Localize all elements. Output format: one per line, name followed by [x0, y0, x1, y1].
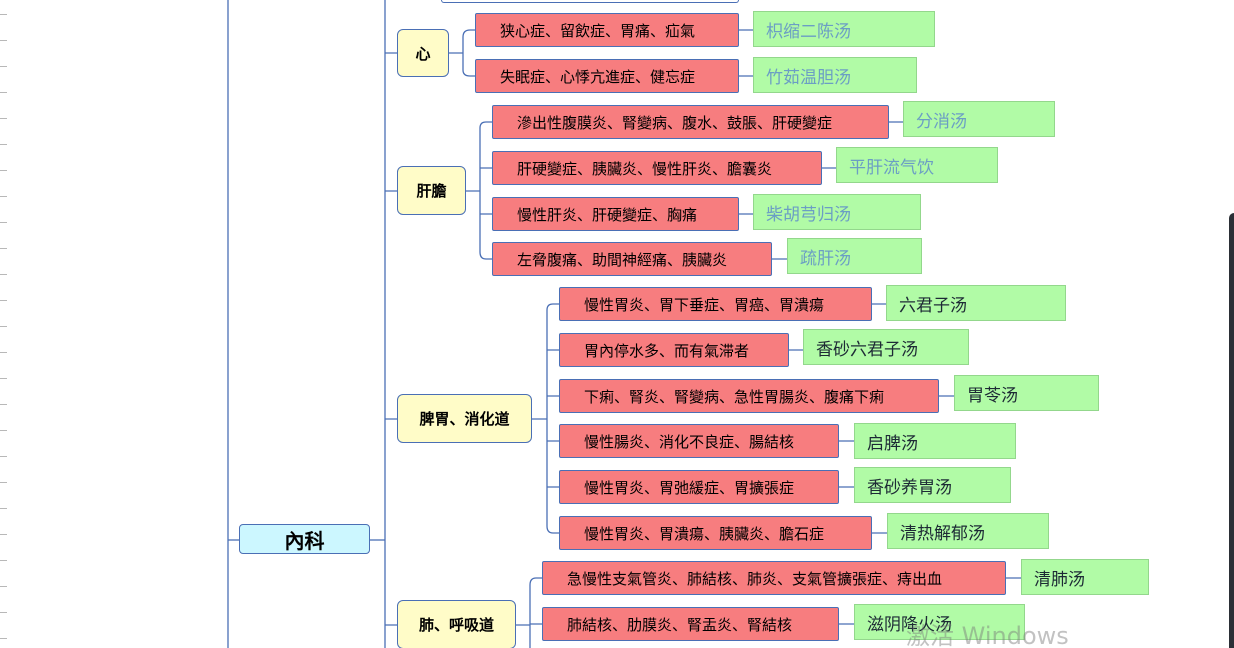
category-node-liver-gallbladder[interactable]: 肝膽 — [397, 166, 466, 215]
formula-node[interactable]: 疏肝汤 — [787, 238, 922, 274]
formula-node[interactable]: 竹茹温胆汤 — [753, 57, 917, 93]
symptom-node[interactable]: 慢性胃炎、胃潰瘍、胰臟炎、膽石症 — [559, 516, 872, 550]
formula-node[interactable]: 香砂养胃汤 — [854, 467, 1011, 503]
root-node[interactable]: 內科 — [239, 524, 370, 554]
ruler-tick — [0, 222, 7, 223]
ruler-tick — [0, 456, 7, 457]
formula-node[interactable]: 胃苓汤 — [954, 375, 1099, 411]
ruler-tick — [0, 40, 7, 41]
formula-node[interactable]: 启脾汤 — [854, 423, 1016, 459]
ruler-tick — [0, 638, 7, 639]
ruler-tick — [0, 430, 7, 431]
formula-node[interactable]: 香砂六君子汤 — [803, 329, 969, 365]
ruler-tick — [0, 170, 7, 171]
ruler-tick — [0, 482, 7, 483]
ruler-tick — [0, 534, 7, 535]
connector-categories — [385, 52, 397, 626]
ruler-tick — [0, 92, 7, 93]
ruler-tick — [0, 560, 7, 561]
symptom-node[interactable]: 慢性腸炎、消化不良症、腸結核 — [559, 424, 839, 458]
formula-node[interactable]: 清肺汤 — [1021, 559, 1149, 595]
symptom-node[interactable]: 胃內停水多、而有氣滞者 — [559, 333, 789, 367]
category-node-lung-respiratory[interactable]: 肺、呼吸道 — [397, 600, 516, 648]
ruler-tick — [0, 300, 7, 301]
symptom-node[interactable]: 失眠症、心悸亢進症、健忘症 — [475, 59, 739, 93]
category-node-heart[interactable]: 心 — [397, 29, 449, 77]
left-ruler — [0, 0, 8, 648]
symptom-node[interactable]: 狭心症、留飲症、胃痛、疝氣 — [475, 13, 739, 47]
formula-node[interactable]: 平肝流气饮 — [836, 147, 998, 183]
previous-node-stub — [441, 0, 739, 3]
formula-node[interactable]: 枳缩二陈汤 — [753, 11, 935, 47]
symptom-node[interactable]: 下痢、腎炎、腎變病、急性胃腸炎、腹痛下痢 — [559, 379, 939, 413]
symptom-node[interactable]: 慢性胃炎、胃下垂症、胃癌、胃潰瘍 — [559, 287, 872, 321]
ruler-tick — [0, 66, 7, 67]
ruler-tick — [0, 196, 7, 197]
side-panel-edge — [1229, 213, 1234, 648]
category-node-spleen-stomach[interactable]: 脾胃、消化道 — [397, 394, 532, 443]
ruler-tick — [0, 404, 7, 405]
symptom-node[interactable]: 肝硬變症、胰臟炎、慢性肝炎、膽囊炎 — [492, 151, 822, 185]
symptom-node[interactable]: 慢性胃炎、胃弛緩症、胃擴張症 — [559, 470, 839, 504]
formula-node[interactable]: 分消汤 — [903, 101, 1055, 137]
ruler-tick — [0, 378, 7, 379]
ruler-tick — [0, 326, 7, 327]
symptom-node[interactable]: 慢性肝炎、肝硬變症、胸痛 — [492, 197, 739, 231]
symptom-node[interactable]: 急慢性支氣管炎、肺結核、肺炎、支氣管擴張症、痔出血 — [542, 561, 1006, 595]
ruler-tick — [0, 352, 7, 353]
formula-node[interactable]: 六君子汤 — [886, 285, 1066, 321]
symptom-node[interactable]: 滲出性腹膜炎、腎變病、腹水、鼓脹、肝硬變症 — [492, 105, 889, 139]
ruler-tick — [0, 144, 7, 145]
ruler-tick — [0, 586, 7, 587]
ruler-tick — [0, 118, 7, 119]
formula-node[interactable]: 滋阴降火汤 — [854, 604, 1025, 640]
ruler-tick — [0, 14, 7, 15]
formula-node[interactable]: 清热解郁汤 — [887, 513, 1049, 549]
symptom-node[interactable]: 左脅腹痛、助間神經痛、胰臟炎 — [492, 242, 772, 276]
ruler-tick — [0, 508, 7, 509]
ruler-tick — [0, 248, 7, 249]
ruler-tick — [0, 274, 7, 275]
symptom-node[interactable]: 肺結核、肋膜炎、腎盂炎、腎結核 — [542, 607, 839, 641]
ruler-tick — [0, 612, 7, 613]
windows-activation-watermark: 激活 Windows — [906, 622, 1069, 648]
formula-node[interactable]: 柴胡芎归汤 — [753, 194, 921, 230]
